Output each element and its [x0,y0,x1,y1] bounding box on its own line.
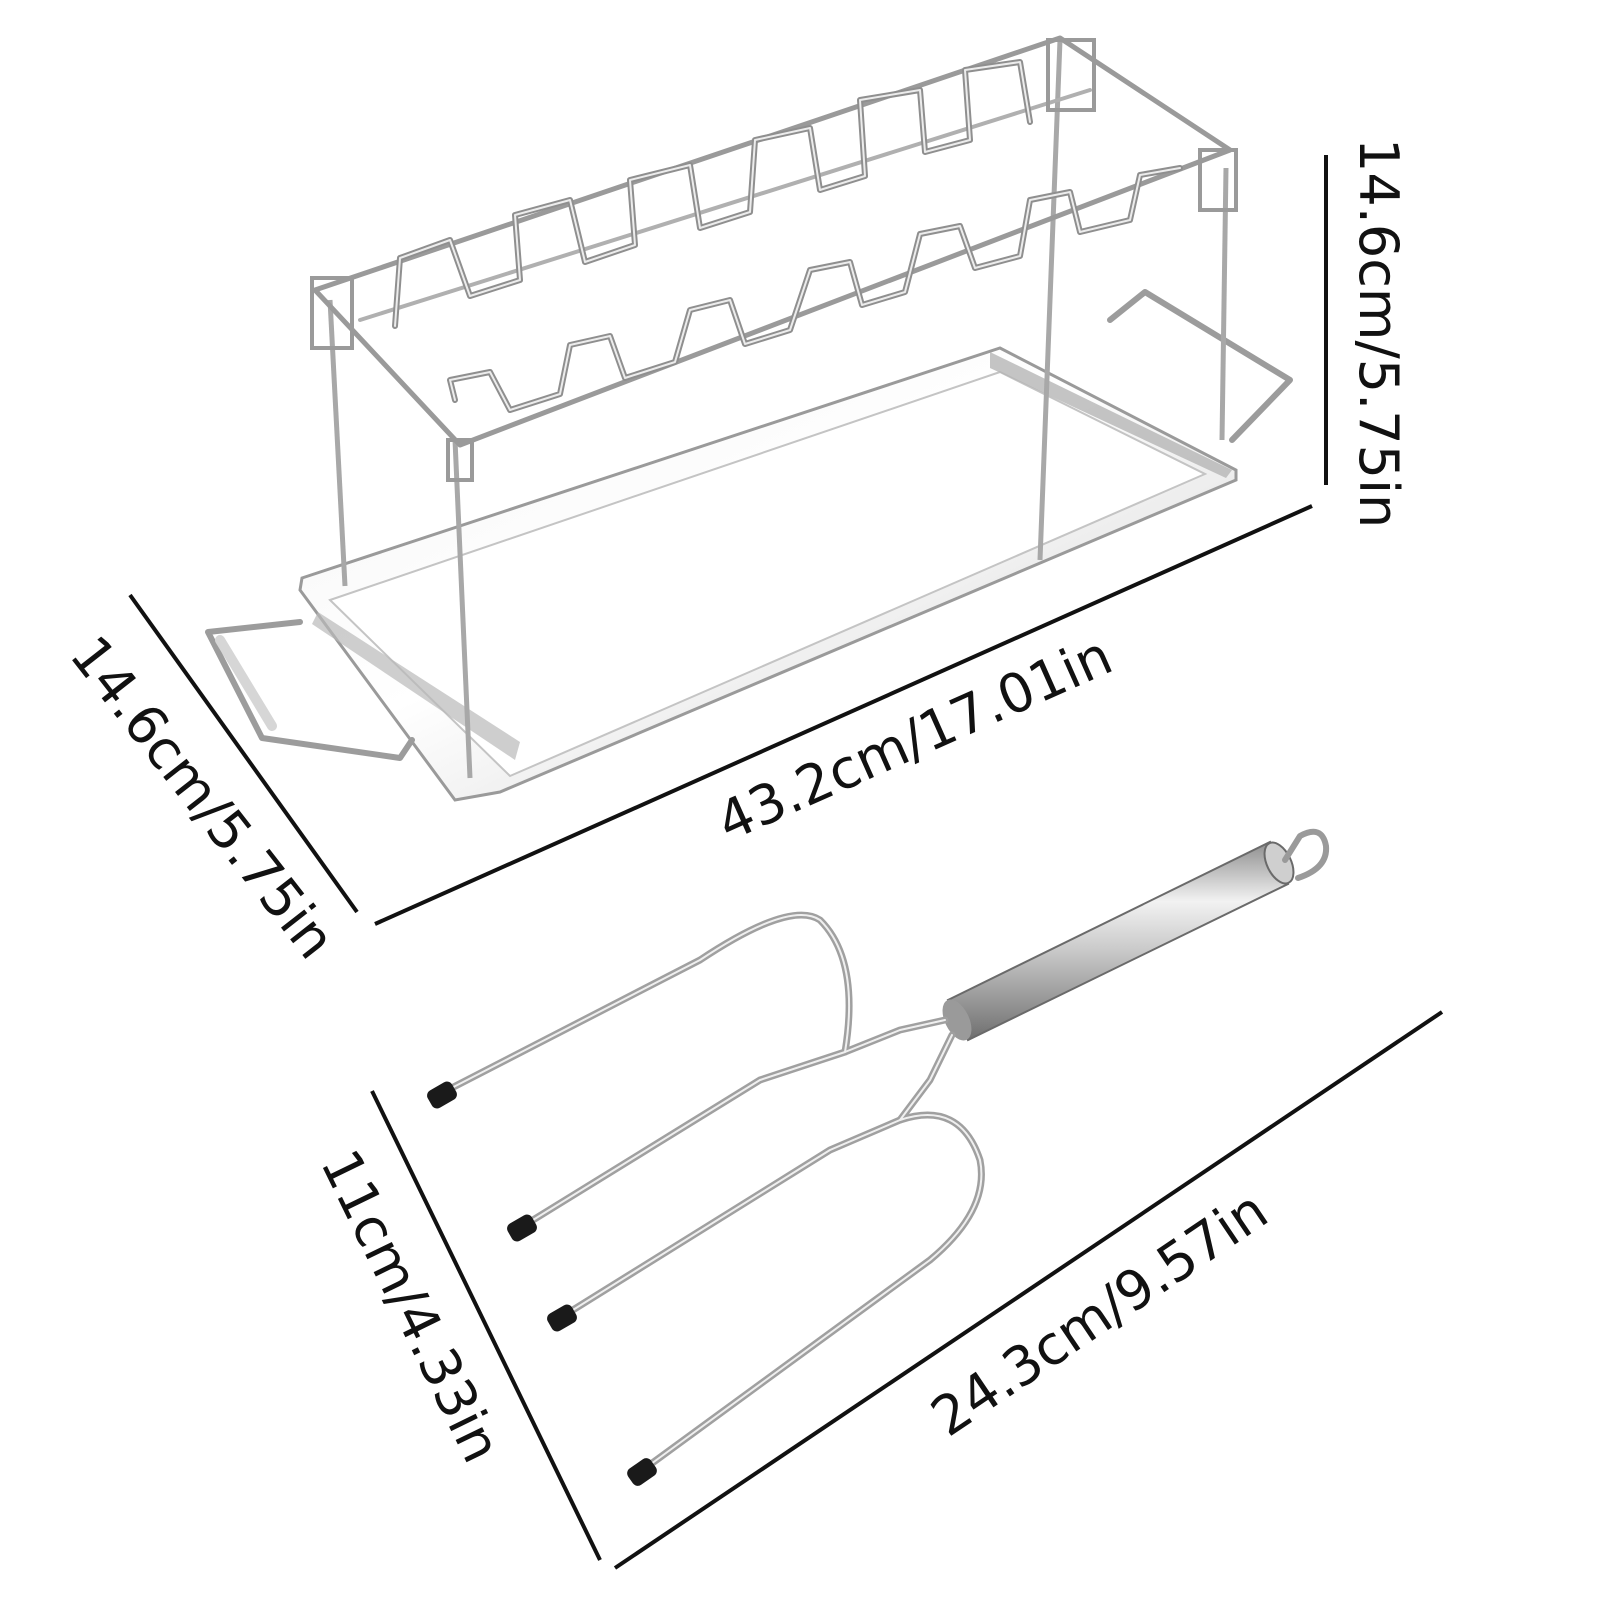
lifter-tips [427,1081,657,1486]
dimension-line-rack-length [374,504,1313,926]
poultry-lifter [427,828,1330,1486]
lifter-handle [942,828,1330,1042]
wing-rack [205,35,1293,802]
dimension-line-lifter-length [613,1010,1444,1570]
lifter-prongs [434,911,985,1476]
dimension-line-rack-depth [128,593,359,914]
wing-holder-back-row [392,59,1033,329]
tray-handle-right [1107,289,1293,443]
dimension-rack-depth: 14.6cm/5.75in [58,624,348,970]
drip-tray [298,346,1238,802]
dimension-line-lifter-width [370,1090,602,1561]
dimension-lifter-length: 24.3cm/9.57in [920,1178,1279,1448]
dimension-rack-height: 14.6cm/5.75in [1347,138,1410,528]
dimension-lifter-width: 11cm/4.33in [308,1140,513,1472]
tray-handle-left [205,619,415,761]
